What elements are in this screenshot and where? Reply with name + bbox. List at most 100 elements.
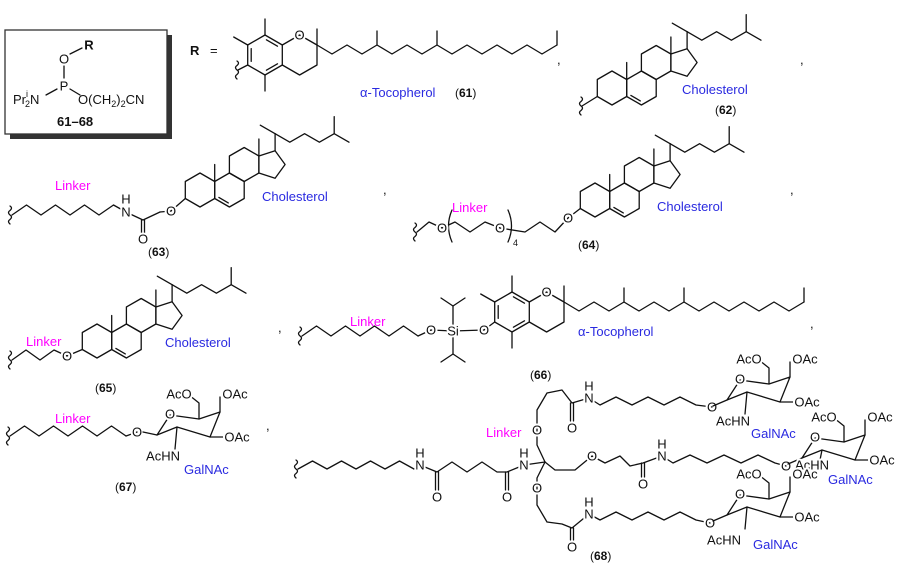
double-bond-c5-c6 <box>613 206 624 214</box>
upper-arm <box>536 389 590 463</box>
ring-oxygen: O <box>165 407 175 422</box>
repeat-count: 4 <box>513 238 518 248</box>
equals-sign: = <box>210 43 218 58</box>
amide-nitrogen: N <box>657 449 666 464</box>
phytyl-chain <box>563 301 805 312</box>
separator-comma: , <box>790 182 794 197</box>
attachment-wavy-bond <box>578 96 584 116</box>
bond-c2-nhac <box>744 506 748 530</box>
attachment-wavy-bond <box>234 60 240 80</box>
acetoxy-c6: AcO <box>811 410 836 425</box>
compound-number: (61) <box>455 86 476 100</box>
box-frame <box>4 29 168 135</box>
bond <box>483 321 496 331</box>
steroid-ring-b <box>626 70 657 106</box>
chroman-oxygen: O <box>542 285 552 300</box>
carbonyl-oxygen: O <box>138 232 148 247</box>
ether-oxygen: O <box>532 423 542 438</box>
glycosidic-oxygen: O <box>781 459 791 474</box>
compound-62: Cholesterol (62) <box>682 82 748 117</box>
dihydropyran-ring <box>528 291 565 333</box>
silyl-ether-oxygen: O <box>426 323 436 338</box>
methyl <box>480 293 496 303</box>
acetoxy-c4: OAc <box>792 352 818 367</box>
steroid-ring-c <box>228 146 260 183</box>
methyl-c21 <box>259 124 276 135</box>
bond <box>125 211 161 221</box>
ether-oxygen: O <box>495 221 505 236</box>
compound-name: Cholesterol <box>262 189 328 204</box>
steroid-ring-d <box>653 160 681 189</box>
steroid-ring-a <box>184 172 216 208</box>
peg-chain <box>416 221 501 233</box>
double-bond-c5-c6 <box>218 196 229 204</box>
acetoxy-c6: AcO <box>166 387 191 402</box>
glycosidic-oxygen: O <box>707 400 717 415</box>
bond <box>170 197 186 212</box>
compound-number: (62) <box>715 103 736 117</box>
galnac-label: GalNAc <box>184 462 229 477</box>
bracket-open <box>447 209 453 243</box>
bond <box>112 204 127 213</box>
linker-chain <box>11 204 115 216</box>
acetamido: AcHN <box>716 414 750 429</box>
steroid-ring-a <box>81 323 113 359</box>
glycosidic-oxygen: O <box>705 516 715 531</box>
amide-hydrogen: H <box>657 437 666 452</box>
lower-arm <box>536 461 590 529</box>
separator-comma: , <box>800 52 804 67</box>
bond <box>159 210 172 213</box>
bond-p-oester <box>69 88 81 96</box>
steroid-ring-c <box>125 297 157 334</box>
acetoxy-c3: OAc <box>869 453 895 468</box>
methyl-c21 <box>654 134 671 145</box>
compound-name: Cholesterol <box>657 199 723 214</box>
compound-67: Linker O (67) <box>55 411 144 494</box>
aromatic-double-bond <box>512 320 526 328</box>
amide-hydrogen: H <box>584 495 593 510</box>
ether-oxygen: O <box>587 449 597 464</box>
compound-66: Linker O Si O O α-Tocopherol (66) <box>350 283 654 383</box>
linker-label: Linker <box>55 178 91 193</box>
galnac-unit: O AcO OAc OAc AcHN GalNAc <box>142 385 252 477</box>
carbamate-oxygen: O <box>166 204 176 219</box>
amide-nitrogen: N <box>121 205 130 220</box>
galnac-unit: O AcO OAc OAc AcHN GalNAc <box>787 408 897 487</box>
acetoxy-c3: OAc <box>224 430 250 445</box>
aromatic-double-bond <box>265 63 279 71</box>
box-oxygen: O <box>59 52 69 67</box>
side-chain <box>171 284 232 294</box>
steroid-ring-d <box>258 150 286 179</box>
ring-oxygen: O <box>735 487 745 502</box>
bond-glycosidic <box>787 457 803 465</box>
attachment-wavy-bond <box>297 326 303 346</box>
bond <box>567 207 581 219</box>
galnac-label: GalNAc <box>753 537 798 552</box>
compound-64: Linker O O 4 O Cholesterol (64) <box>435 199 723 252</box>
linker-label: Linker <box>55 411 91 426</box>
middle-linker <box>661 454 787 467</box>
steroid-ring-a <box>579 182 611 218</box>
linker-chain <box>499 217 569 233</box>
carbonyl-oxygen: O <box>567 421 577 436</box>
compound-65: Linker O Cholesterol (65) <box>26 334 231 395</box>
methyl-c21 <box>671 22 688 33</box>
box-cyanoethyl: O(CH2)2CN <box>78 92 144 109</box>
lower-linker <box>588 511 711 524</box>
bond-c6 <box>188 394 200 420</box>
carbonyl-oxygen: O <box>502 490 512 505</box>
separator-comma: , <box>810 316 814 331</box>
linker-label: Linker <box>452 200 488 215</box>
compound-number: (66) <box>530 368 551 382</box>
linker-chain <box>301 325 419 337</box>
steroid-ring-c <box>623 156 655 193</box>
methyl-c21 <box>156 275 173 286</box>
aromatic-double-bond <box>512 296 526 304</box>
amide-nitrogen: N <box>415 458 424 473</box>
separator-comma: , <box>278 320 282 335</box>
si-isopropyl <box>440 353 466 363</box>
silicon-atom: Si <box>447 324 459 339</box>
